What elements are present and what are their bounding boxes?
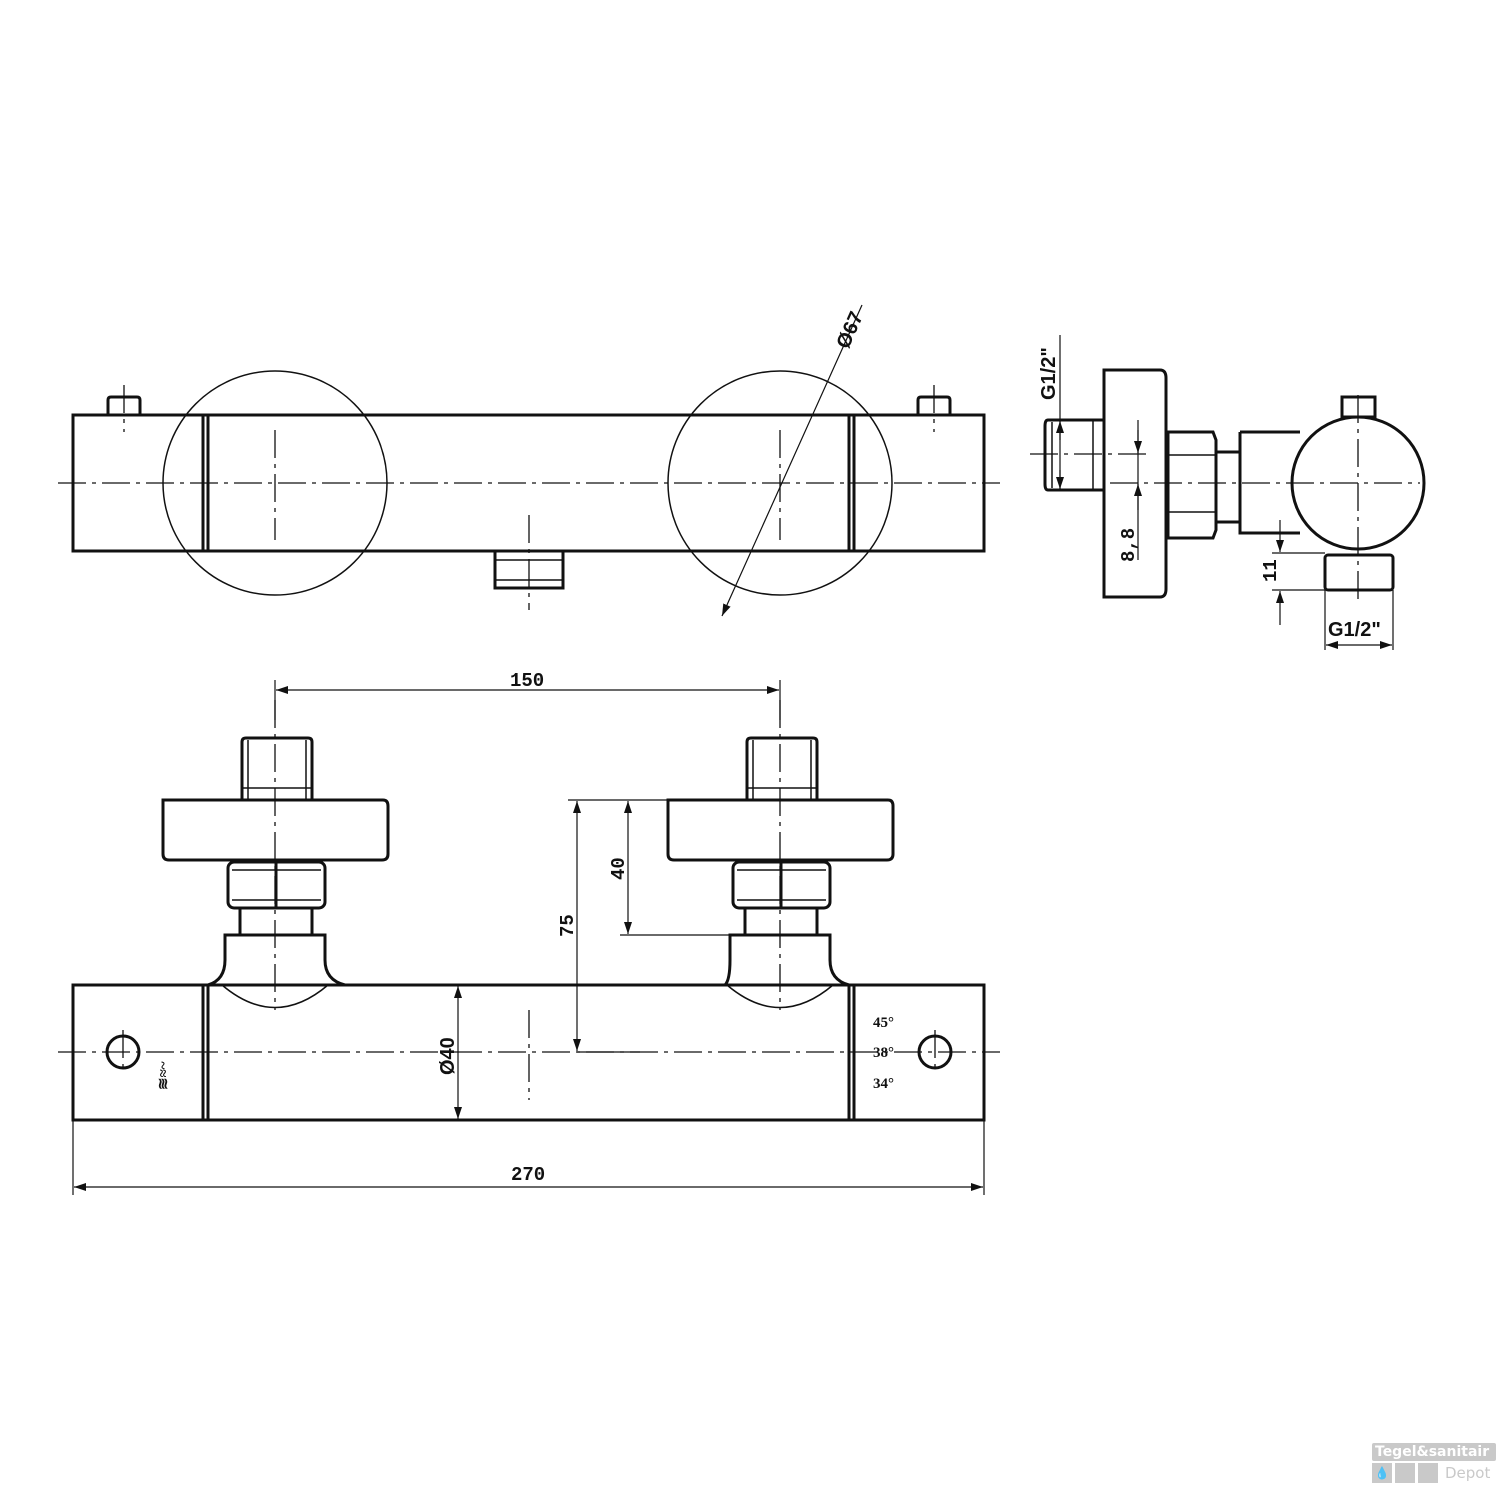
temp-mark-45: 45° [873,1015,894,1031]
outlet-thread-label: G1/2" [1328,619,1381,641]
top-view: Ø67 [58,304,1000,617]
overall-length-label: 270 [511,1164,545,1186]
logo-block [1418,1463,1438,1483]
eccentric-label: 40 [608,857,630,880]
depth-label: 75 [557,914,579,937]
watermark-logo: Tegel&sanitair 💧 Depot [1372,1443,1496,1483]
water-drop-icon: 💧 [1372,1463,1392,1483]
center-distance-label: 150 [510,670,544,692]
body-diameter-label: Ø40 [437,1037,459,1075]
temperature-symbol-icon: ≋≈~ [156,1061,172,1090]
temp-mark-38: 38° [873,1045,894,1061]
inlet-thread-label: G1/2" [1038,347,1060,400]
diameter-67-label: Ø67 [832,309,867,352]
watermark-line2: Depot [1445,1464,1491,1482]
offset-label: 8,8 [1118,528,1140,562]
side-view: G1/2" 8,8 11 G1/2" [1030,335,1426,650]
logo-block [1395,1463,1415,1483]
watermark-line1: Tegel&sanitair [1372,1443,1496,1461]
front-view: ≋≈~ 45° 38° 34° [58,670,1000,1195]
temp-mark-34: 34° [873,1076,894,1092]
outlet-height-label: 11 [1260,559,1282,582]
